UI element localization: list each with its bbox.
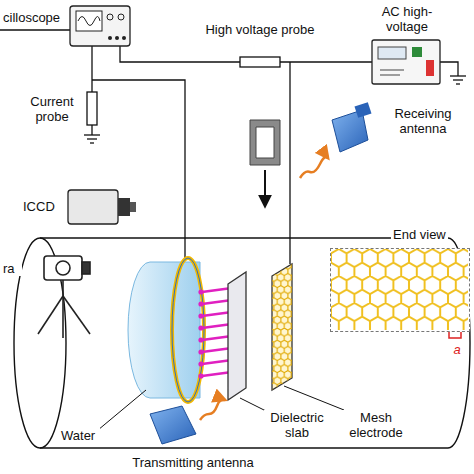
plasma-jet-tip — [198, 337, 203, 342]
part-label: Mesh electrode — [338, 410, 414, 440]
plasma-jets — [198, 288, 232, 379]
ac-supply — [372, 40, 440, 84]
arrow — [264, 170, 266, 206]
part-label: Dielectric slab — [264, 410, 330, 440]
panel-heading: End view — [391, 227, 448, 242]
dimension-label: a — [450, 342, 464, 357]
probe-frame — [250, 120, 280, 165]
mesh-texture — [272, 264, 292, 390]
probe-label: High voltage probe — [200, 22, 320, 37]
receiving-antenna — [300, 102, 372, 178]
plasma-jet-tip — [198, 301, 203, 306]
mesh-electrode — [272, 264, 292, 390]
wires — [0, 30, 458, 264]
plasma-jet-tip — [198, 373, 203, 378]
antenna-label: Transmitting antenna — [108, 455, 278, 470]
mesh-pattern — [331, 249, 468, 330]
plasma-jet-tip — [198, 313, 203, 318]
iccd-camera — [68, 190, 136, 224]
antenna-label: Receiving antenna — [380, 106, 466, 136]
end-view-panel: End view — [330, 248, 470, 332]
water — [128, 262, 200, 398]
current-probe-resistor — [87, 92, 97, 125]
part-label: Water — [60, 428, 100, 443]
plasma-jet-tip — [198, 349, 203, 354]
oscilloscope — [70, 6, 130, 46]
camera-label: ICCD — [22, 199, 64, 214]
dielectric-slab — [228, 272, 246, 400]
camera-label: ra — [2, 261, 22, 276]
hv-probe-resistor — [240, 57, 280, 67]
camera-tripod — [38, 256, 90, 338]
probe-label: Current probe — [20, 94, 84, 124]
discharge-tube — [14, 238, 470, 448]
plasma-jet-tip — [198, 289, 203, 294]
instrument-label: cilloscope — [2, 10, 68, 25]
ring-electrode — [172, 258, 204, 402]
supply-label: AC high-voltage — [362, 4, 452, 34]
transmitting-antenna — [150, 400, 225, 444]
ring-electrode-edge — [172, 258, 204, 402]
dimension-bracket — [449, 332, 461, 338]
plasma-jet-tip — [198, 361, 203, 366]
plasma-jet-tip — [198, 325, 203, 330]
